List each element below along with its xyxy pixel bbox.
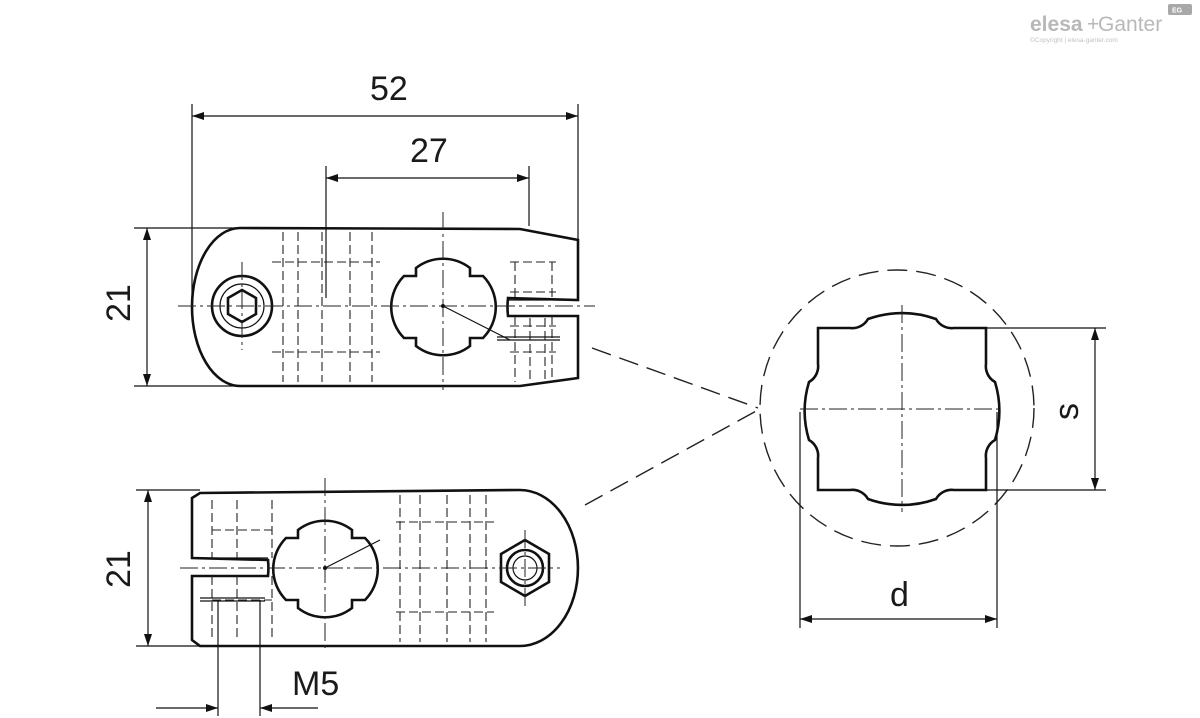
dim-label-bottom-height: 21 [100,550,138,588]
dim-label-overall: 52 [370,70,408,108]
dimension-labels: 52 27 21 21 M5 s d [100,70,1086,703]
bottom-view [180,478,580,650]
dim-label-across-flats: s [1048,403,1086,420]
top-bore-leader [442,305,511,341]
dim-label-spacing: 27 [410,132,448,170]
logo-brand-left: elesa [1030,13,1083,36]
top-bore [390,257,497,357]
bottom-bore-leader [324,539,381,569]
dimension-lines [134,104,1106,716]
logo-brand-right: Ganter [1098,13,1162,36]
detail-view [584,269,1035,547]
top-view [178,212,595,390]
logo-brand-plus: + [1087,13,1099,36]
bottom-view-outline [190,488,580,648]
dim-label-thread: M5 [292,665,339,703]
logo-badge-text: EG [1172,8,1183,15]
bottom-bore [272,519,379,619]
detail-leader-lower [584,409,759,506]
brand-logo: elesa + Ganter EG ©Copyright | elesa-gan… [1030,4,1192,44]
top-view-outline [190,226,580,388]
top-hidden-lines [272,232,560,382]
detail-leader-upper [591,347,759,409]
logo-copyright: ©Copyright | elesa-ganter.com [1030,36,1118,44]
dim-label-diameter: d [890,576,909,614]
logo-badge [1168,4,1192,15]
detail-circle [759,269,1035,547]
detail-bore-profile [803,311,1001,507]
dim-label-top-height: 21 [100,284,138,322]
